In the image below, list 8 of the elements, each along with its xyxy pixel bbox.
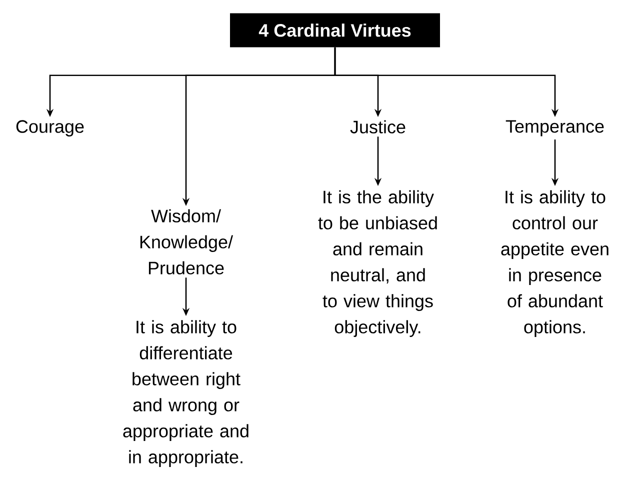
virtue-label: Temperance xyxy=(506,120,604,136)
virtue-label: Wisdom/ Knowledge/ Prudence xyxy=(140,209,234,274)
description-text: It is the ability to be unbiased and remain neutral, and to view things objectively. xyxy=(318,190,437,337)
title-box: 4 Cardinal Virtues xyxy=(230,13,440,48)
virtue-label: Courage xyxy=(16,120,84,136)
description-text: It is ability to differentiate between right and wrong or appropriate and in appropriate. xyxy=(123,320,248,467)
virtue-label: Justice xyxy=(350,120,406,134)
description-text: It is ability to control our appetite even in presence of abundant options. xyxy=(501,190,608,337)
